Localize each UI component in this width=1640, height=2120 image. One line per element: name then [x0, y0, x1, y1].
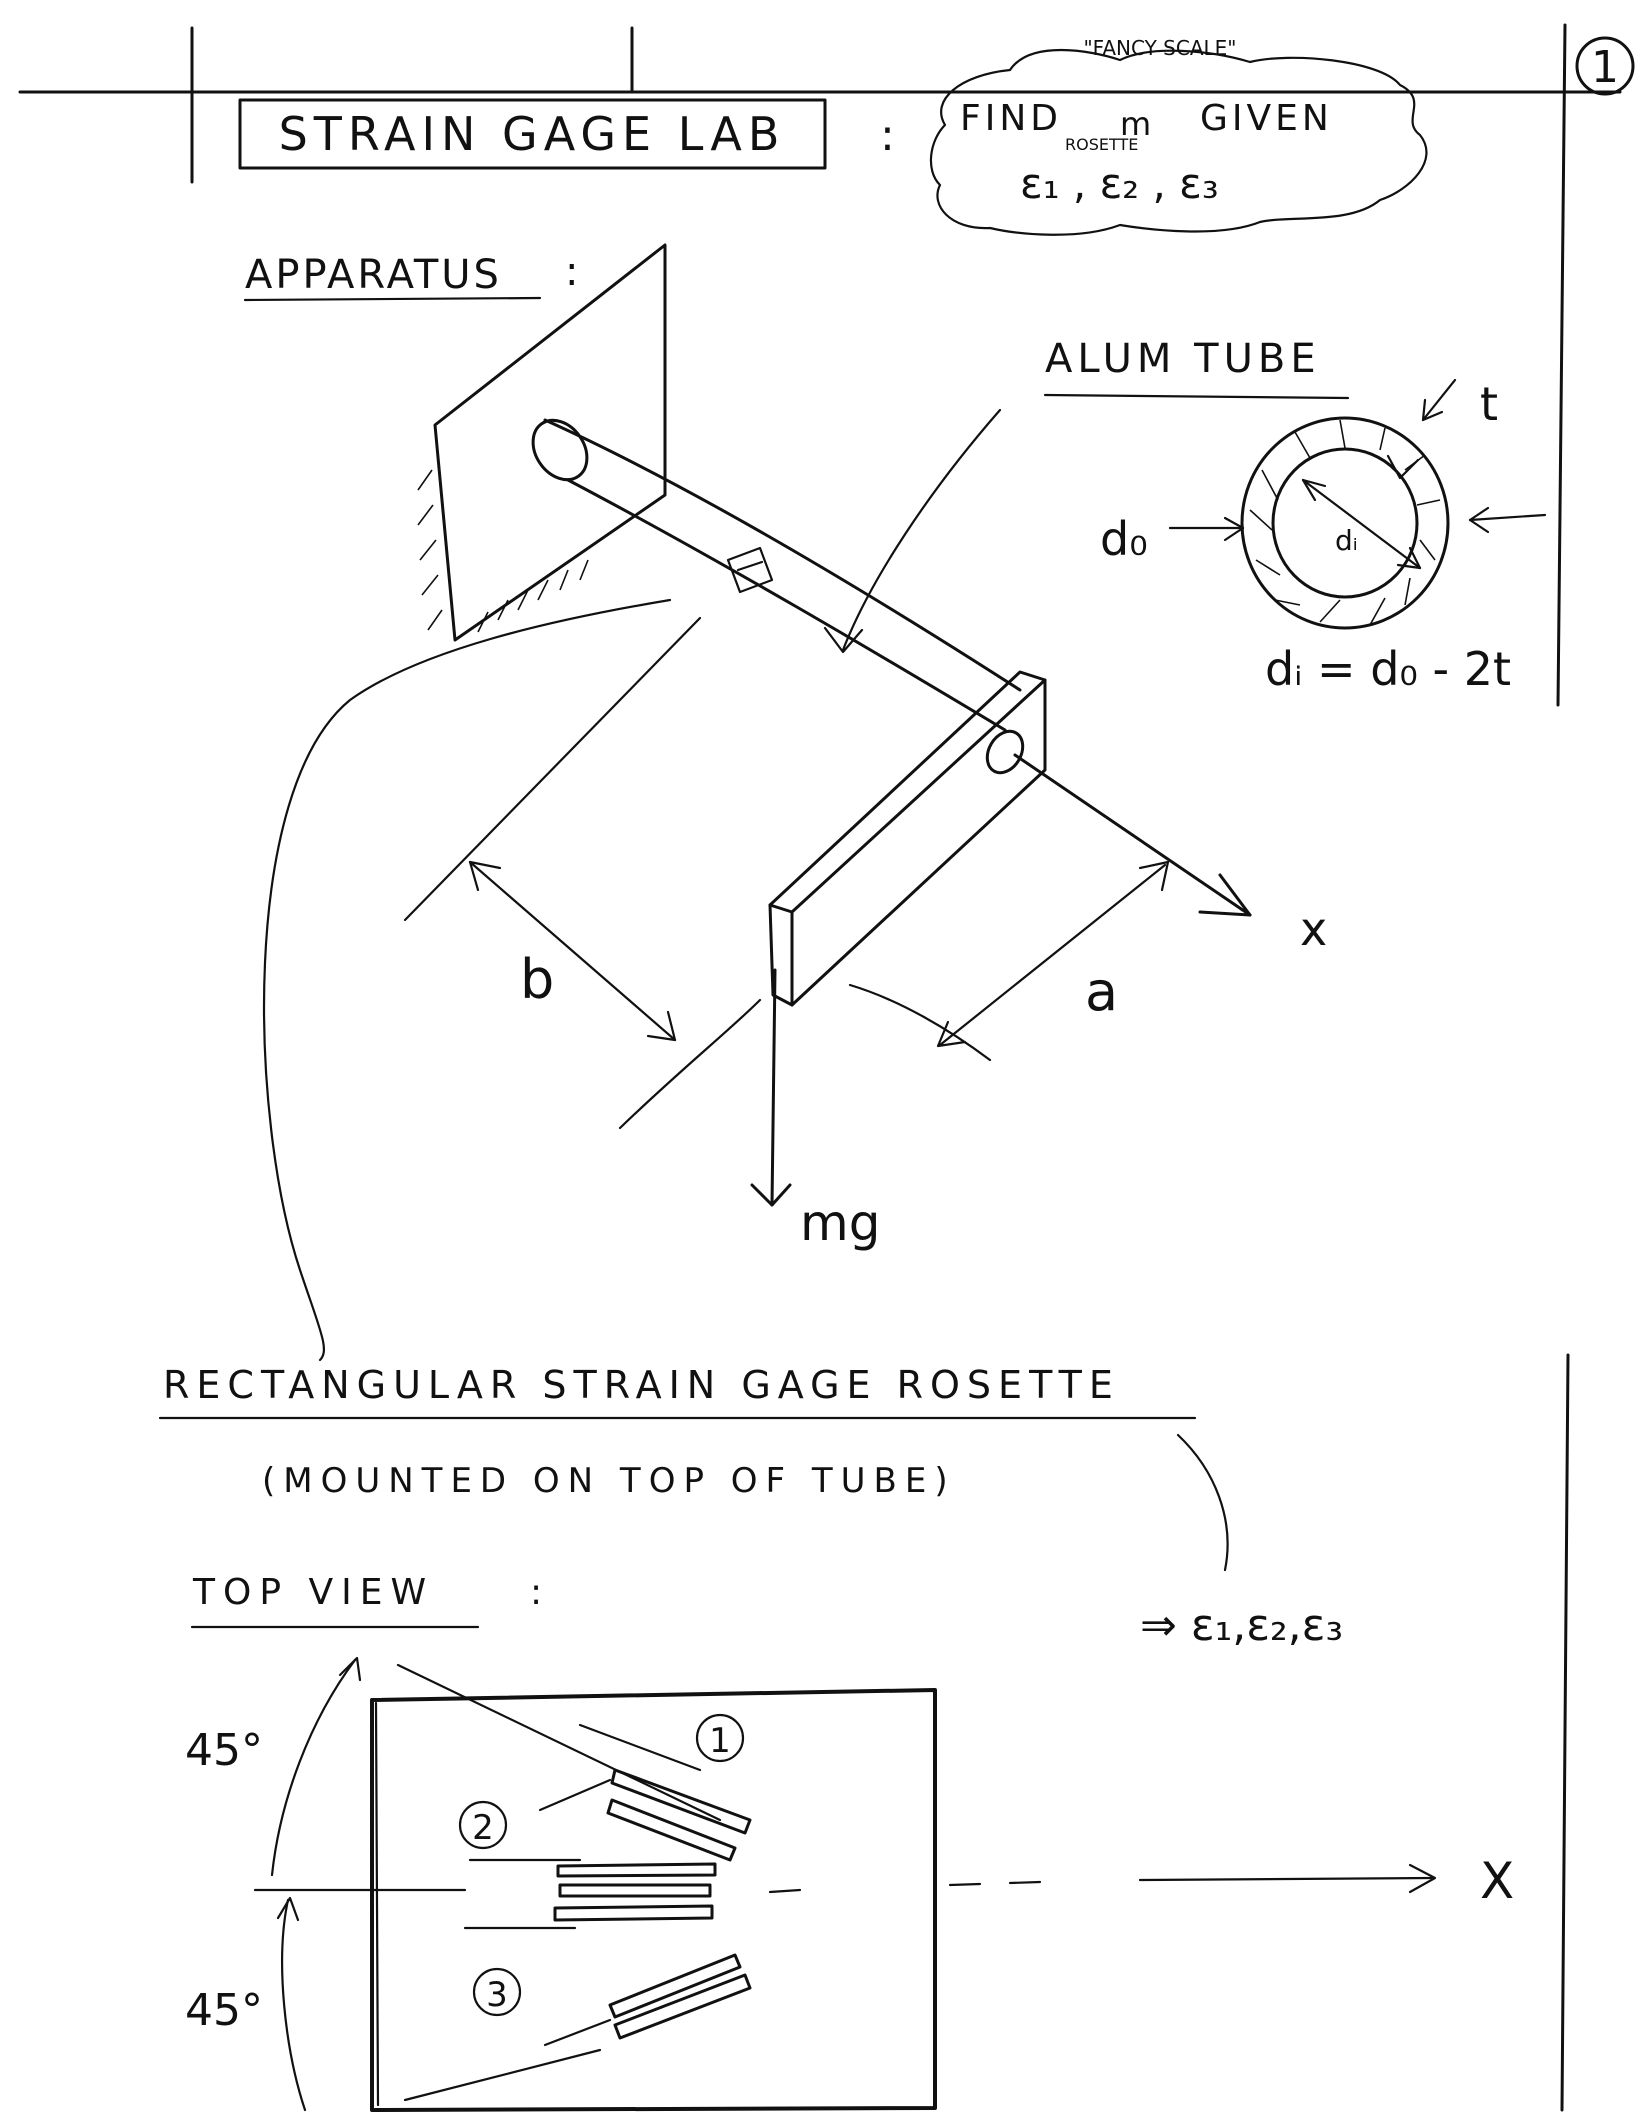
di-label: dᵢ [1335, 524, 1358, 557]
wall-plate [417, 243, 667, 642]
alum-tube-callout: ALUM TUBE [823, 336, 1350, 654]
top-view-x-label: X [1480, 1852, 1514, 1910]
gage-1: 1 [396, 1663, 752, 1862]
cloud-note: "FANCY SCALE" FIND m GIVEN ROSETTE ε₁ , … [929, 36, 1428, 236]
top-view-colon: : [530, 1572, 542, 1613]
dimension-a: a [848, 860, 1170, 1062]
angle-upper-label: 45° [185, 1725, 263, 1776]
gage-3: 3 [403, 1953, 752, 2102]
sweep-curve [262, 598, 672, 1362]
cloud-caption: "FANCY SCALE" [1083, 36, 1236, 60]
cloud-m: m [1120, 105, 1151, 143]
rosette-patch [726, 546, 774, 594]
cloud-given: GIVEN [1200, 98, 1333, 139]
page-title: STRAIN GAGE LAB [279, 107, 786, 161]
tube-x-label: x [1300, 902, 1327, 956]
di-relation: dᵢ = d₀ - 2t [1265, 642, 1511, 696]
rosette-heading: RECTANGULAR STRAIN GAGE ROSETTE (MOUNTED… [158, 1363, 1343, 1651]
t-label: t [1480, 377, 1498, 431]
page-number: 1 [1575, 36, 1635, 96]
apparatus-heading: APPARATUS : [243, 249, 578, 302]
load-label: mg [800, 1194, 880, 1252]
gage-1-label: 1 [709, 1721, 731, 1761]
cloud-find: FIND [960, 98, 1062, 139]
top-view-heading: TOP VIEW : [190, 1572, 542, 1629]
gage-3-label: 3 [486, 1975, 508, 2015]
rosette-subheading: (MOUNTED ON TOP OF TUBE) [262, 1461, 956, 1501]
dimension-b: b [403, 616, 762, 1130]
angle-lower-label: 45° [185, 1985, 263, 2036]
load-vector: mg [750, 968, 880, 1252]
title-colon: : [880, 110, 895, 161]
apparatus-heading-text: APPARATUS [245, 252, 502, 298]
rosette-heading-text: RECTANGULAR STRAIN GAGE ROSETTE [163, 1363, 1120, 1407]
tube-cross-section: dᵢ t d₀ dᵢ = d₀ - 2t [1100, 377, 1547, 696]
top-view-heading-text: TOP VIEW [192, 1572, 434, 1613]
aluminum-tube [531, 418, 1022, 732]
dim-a-label: a [1085, 960, 1118, 1023]
angle-45-lower: 45° [185, 1896, 307, 2112]
angle-45-upper: 45° [185, 1656, 362, 1877]
gage-2-label: 2 [472, 1808, 494, 1848]
cloud-strains: ε₁ , ε₂ , ε₃ [1020, 159, 1219, 208]
cloud-subscript: ROSETTE [1065, 135, 1138, 154]
lever-arm [768, 670, 1047, 1007]
top-view-x-axis: X [253, 1852, 1514, 1910]
page-number-text: 1 [1591, 42, 1619, 93]
alum-tube-label: ALUM TUBE [1045, 336, 1321, 382]
title-box: STRAIN GAGE LAB : [238, 98, 895, 170]
do-label: d₀ [1100, 512, 1148, 566]
tube-x-axis: x [1013, 753, 1327, 956]
dim-b-label: b [520, 948, 554, 1011]
gage-2: 2 [458, 1800, 717, 1930]
page-frame [18, 23, 1622, 2112]
rosette-output: ⇒ ε₁,ε₂,ε₃ [1140, 1600, 1343, 1651]
top-view-backing [370, 1688, 937, 2112]
apparatus-colon: : [565, 249, 578, 295]
